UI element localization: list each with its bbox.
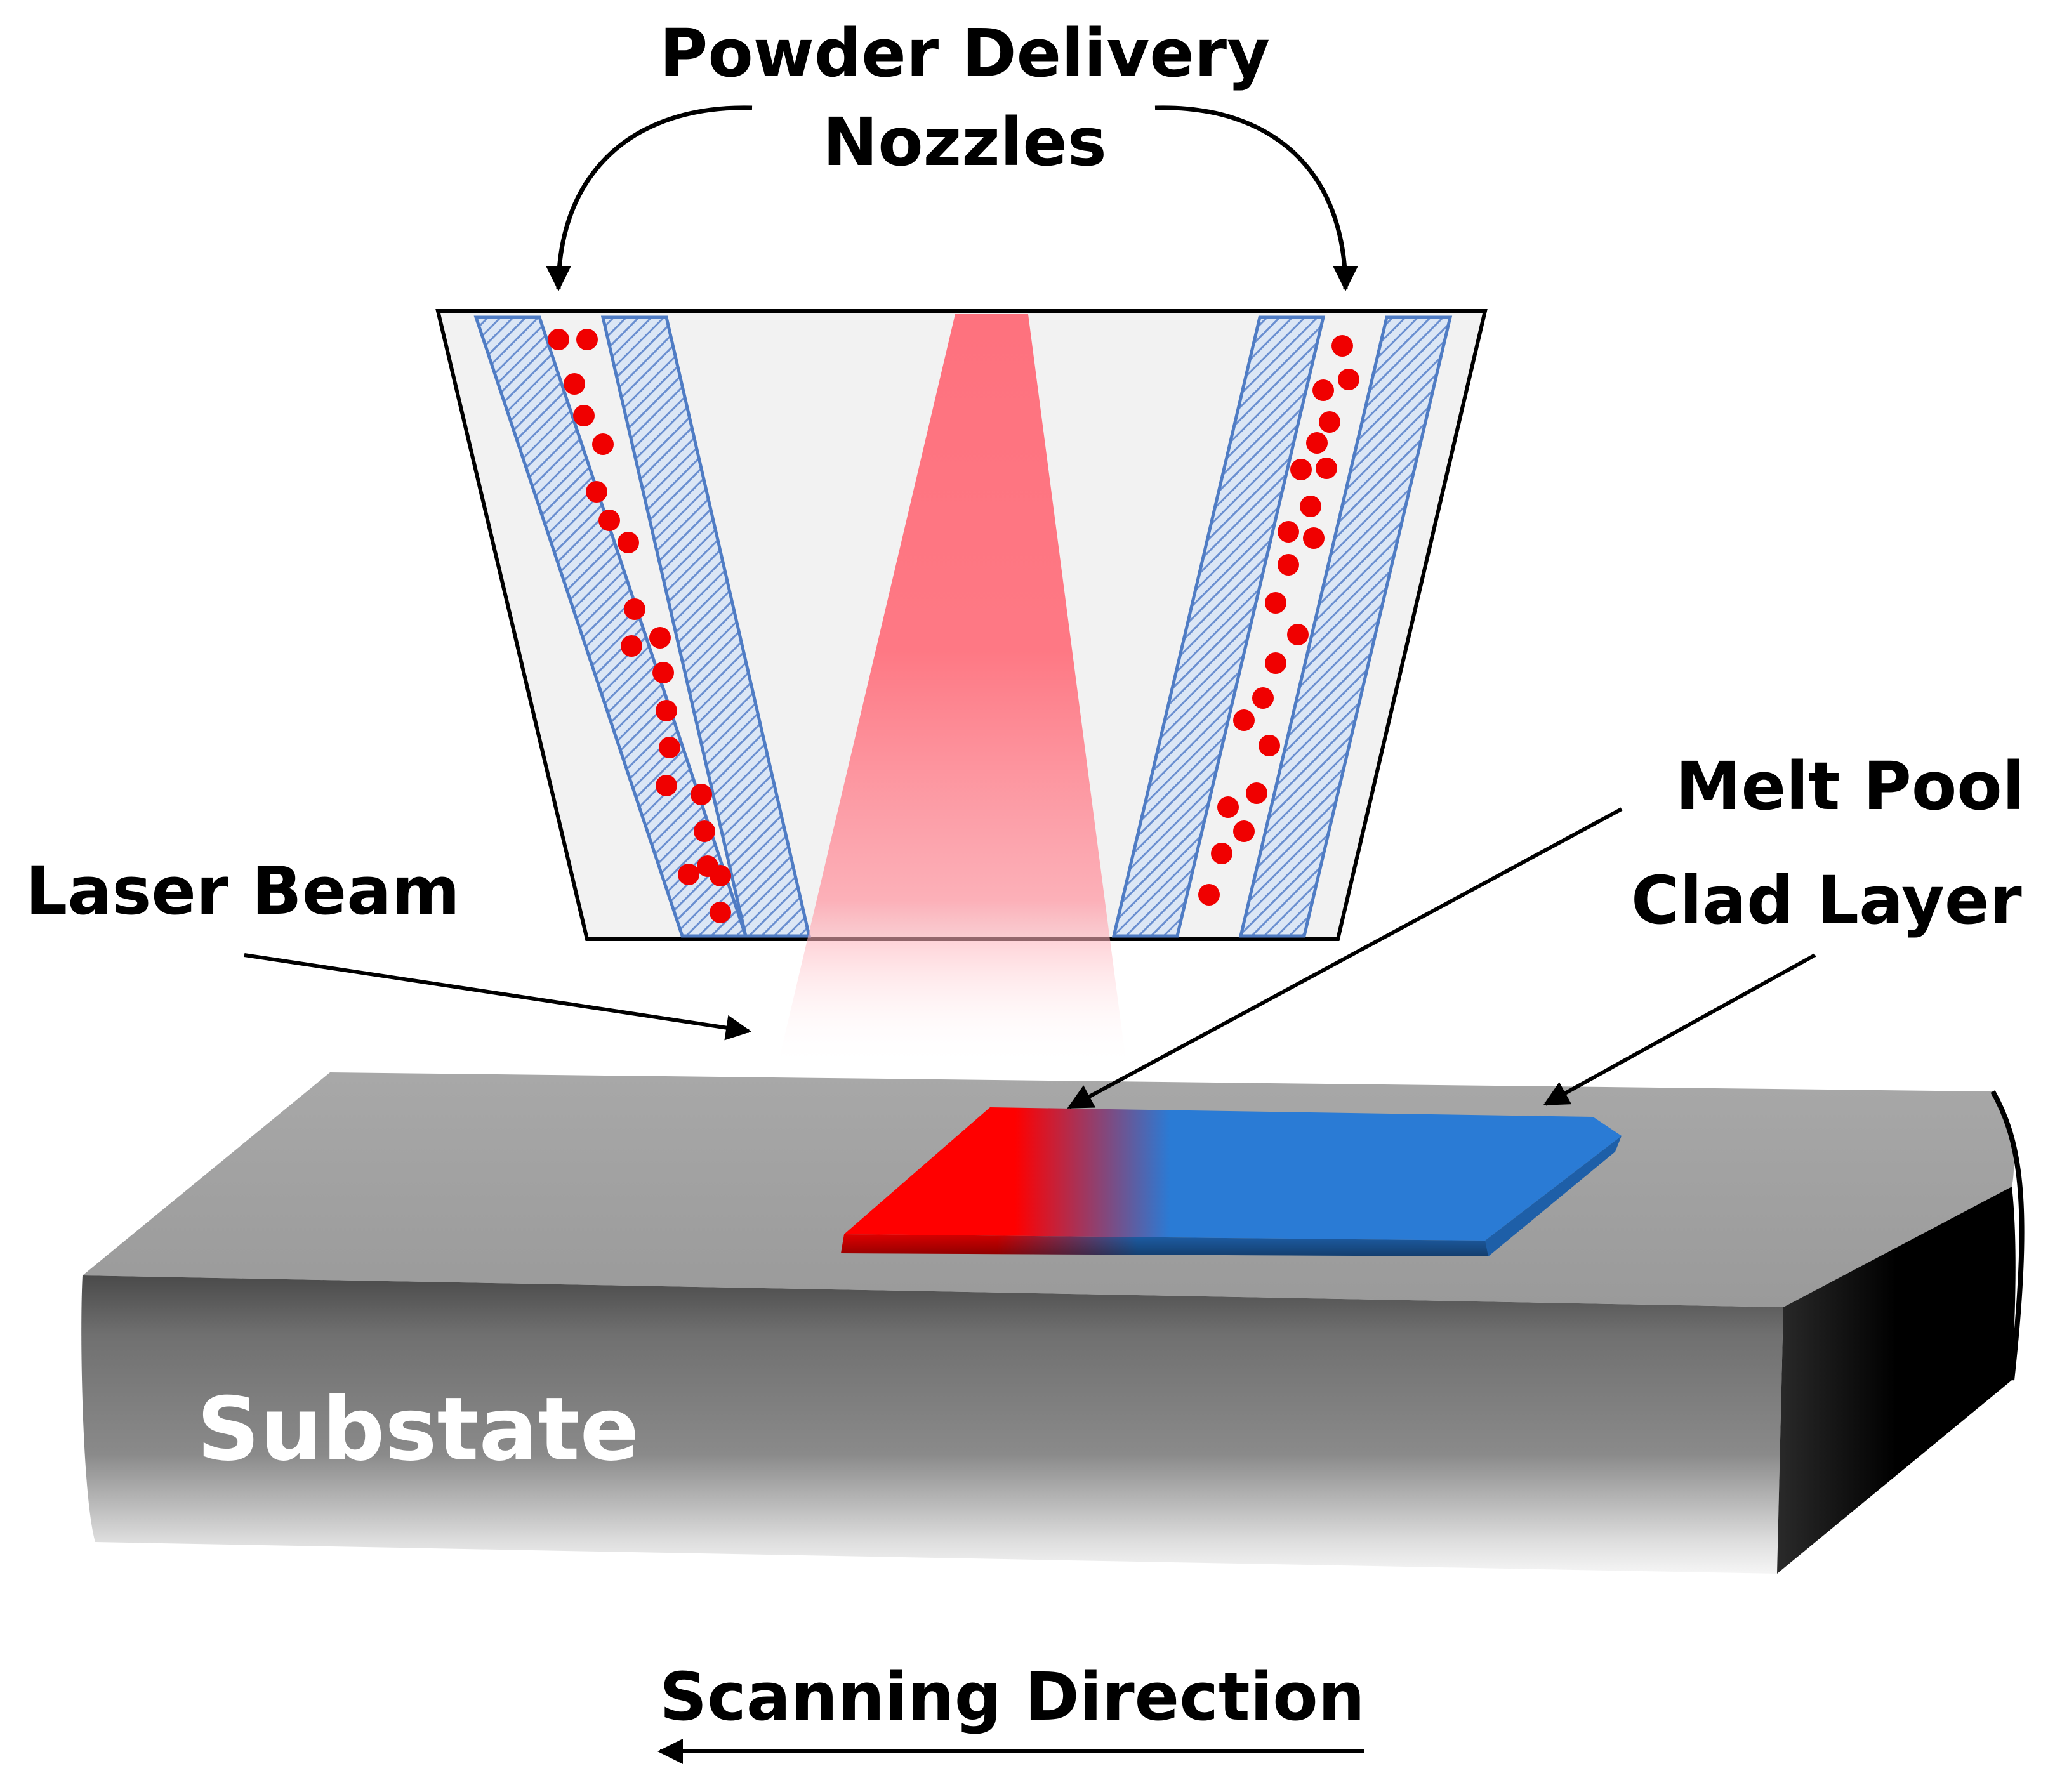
nozzles-label-line2: Nozzles xyxy=(823,103,1107,181)
clad-layer-label: Clad Layer xyxy=(1631,862,2022,939)
melt-pool-label: Melt Pool xyxy=(1675,748,2025,825)
substrate-front-face xyxy=(81,1275,1784,1574)
powder-particles-right xyxy=(1198,335,1359,906)
nozzles-label-line1: Powder Delivery xyxy=(659,15,1270,92)
scanning-direction-label: Scanning Direction xyxy=(659,1658,1364,1736)
clad-layer-arrow xyxy=(1543,953,1816,1106)
right-nozzle-inner-wall xyxy=(1111,315,1326,938)
laser-beam-arrow xyxy=(244,953,751,1041)
powder-particles-left xyxy=(548,329,731,923)
substrate-end-face xyxy=(1777,1187,2016,1574)
substrate-label: Substate xyxy=(197,1378,639,1480)
right-nozzle-outer-wall xyxy=(1238,315,1453,938)
nozzle-arrow-right xyxy=(1154,105,1358,291)
clad-top-surface xyxy=(844,1107,1622,1241)
melt-pool-arrow xyxy=(1067,807,1623,1109)
laser-beam xyxy=(777,314,1127,1066)
laser-beam-label: Laser Beam xyxy=(25,852,460,930)
clad-track xyxy=(841,1107,1622,1256)
nozzle-arrow-left xyxy=(546,105,753,291)
